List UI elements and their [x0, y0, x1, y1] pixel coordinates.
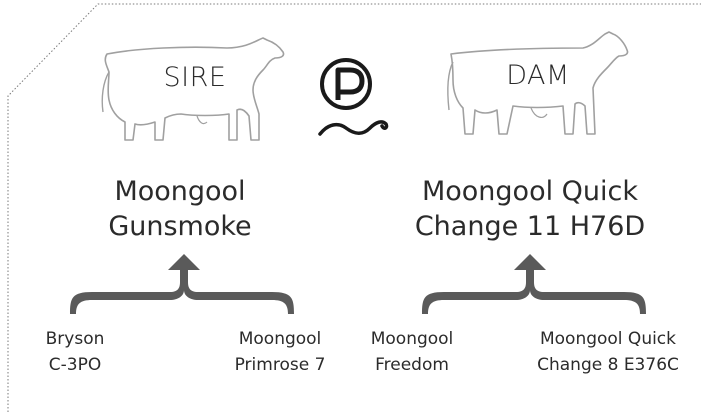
sire-parent-2-name: Moongool Primrose 7: [234, 329, 326, 375]
dam-parent-1-name: Moongool Freedom: [370, 329, 454, 375]
dam-parent-2-name: Moongool Quick Change 8 E376C: [537, 329, 679, 375]
dam-brace-arrow: [422, 254, 646, 314]
sire-label: SIRE: [163, 62, 227, 93]
sire-name: Moongool Gunsmoke: [108, 176, 252, 242]
p-polled-logo-icon: [318, 58, 389, 136]
dam-name: Moongool Quick Change 11 H76D: [414, 176, 646, 242]
dam-cow-illustration: [447, 31, 629, 135]
sire-parent-1-name: Bryson C-3PO: [45, 329, 105, 375]
sire-bull-illustration: [101, 37, 285, 141]
dam-label: DAM: [506, 60, 570, 91]
sire-brace-arrow: [70, 254, 294, 314]
